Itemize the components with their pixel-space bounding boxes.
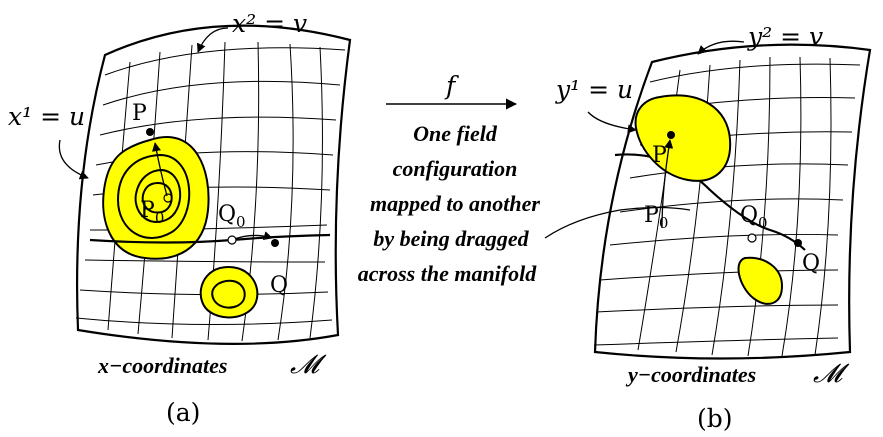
grid-u-lines-b	[593, 63, 861, 346]
map-label-f: f	[444, 71, 459, 100]
caption-line: across the manifold	[358, 261, 537, 286]
panel-b: P P0 Q0 Q y² = v y¹ = u y−coordinates 𝓜 …	[555, 22, 872, 433]
contour-mid-a	[134, 168, 182, 223]
contour-outer-a	[116, 153, 191, 239]
point-q-dot-a	[271, 239, 279, 247]
point-q0-dot-a	[227, 235, 237, 245]
label-p0-a: P0	[140, 198, 164, 227]
arrow-p0-to-p-a	[152, 142, 168, 197]
field-blob-large-b	[634, 94, 732, 182]
manifold-symbol-b: 𝓜	[813, 359, 850, 389]
label-p-b: P	[652, 143, 667, 168]
point-p-dot-b	[667, 131, 675, 139]
pointer-x1-a	[58, 139, 89, 180]
field-blob-small-b	[737, 256, 784, 305]
panel-a: P P0 Q0 Q x² = v x¹ = u x−coordinates 𝓜 …	[8, 9, 352, 427]
label-q0-b: Q0	[740, 203, 768, 232]
label-q-a: Q	[270, 273, 288, 298]
point-q0-dot-b	[747, 233, 757, 243]
axis-label-x1-a: x¹ = u	[8, 102, 85, 131]
point-p0-dot-a	[163, 193, 173, 203]
point-p-dot-a	[146, 128, 154, 136]
axis-label-y2-b: y² = v	[747, 22, 823, 51]
panel-label-b: (b)	[697, 404, 733, 433]
manifold-symbol-a: 𝓜	[290, 350, 327, 380]
point-q-dot-b	[794, 239, 802, 247]
manifold-border-b	[593, 43, 872, 360]
caption-line: mapped to another	[370, 191, 540, 216]
pointer-y2-b	[697, 40, 745, 55]
contour-small-a	[211, 279, 246, 309]
arrow-p0-to-p-b	[661, 139, 674, 229]
pointer-x2-a	[196, 27, 229, 53]
center-mapping: f One field configuration mapped to anot…	[358, 71, 691, 286]
field-blob-small-a	[199, 266, 259, 319]
label-p-a: P	[132, 101, 147, 126]
coord-name-b: y−coordinates	[625, 362, 756, 387]
label-q0-a: Q0	[218, 202, 246, 231]
pointer-y1-b	[587, 111, 637, 134]
axis-label-x2-a: x² = v	[232, 9, 307, 38]
label-q-b: Q	[802, 251, 820, 276]
coord-name-a: x−coordinates	[97, 353, 227, 378]
caption-line: configuration	[393, 156, 518, 181]
panel-label-a: (a)	[166, 398, 200, 427]
caption: One field configuration mapped to anothe…	[358, 121, 541, 286]
manifold-border-a	[75, 24, 352, 345]
axis-label-y1-b: y¹ = u	[555, 75, 633, 104]
caption-line: by being dragged	[373, 226, 529, 251]
caption-pointer	[544, 206, 691, 239]
label-p0-b: P0	[644, 203, 668, 232]
caption-line: One field	[413, 121, 498, 146]
